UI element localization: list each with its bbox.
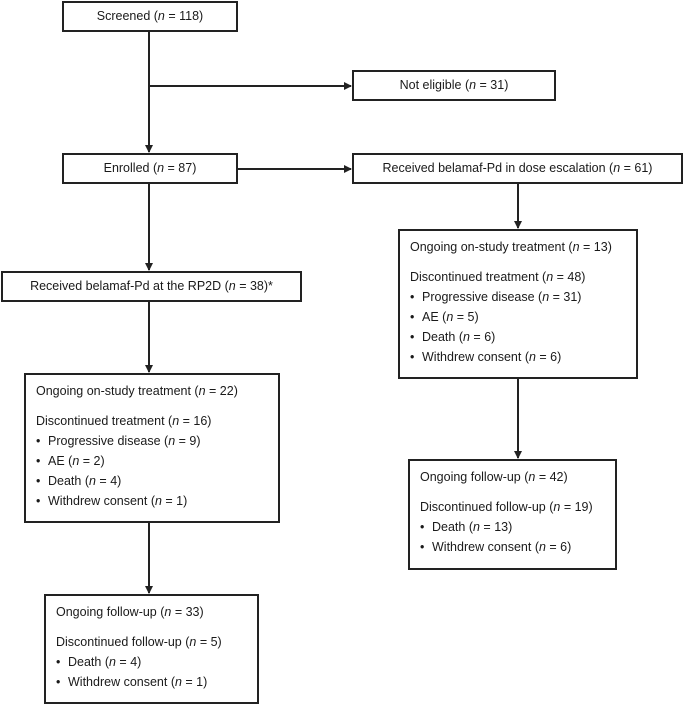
list-item: Withdrew consent (n = 1) [56, 675, 247, 690]
escalation-followup-box: Ongoing follow-up (n = 42) Discontinued … [408, 459, 617, 570]
list-item: AE (n = 5) [410, 310, 626, 325]
ongoing-treatment-label: Ongoing on-study treatment (n = 13) [410, 240, 612, 254]
discontinued-treatment-label: Discontinued treatment (n = 16) [36, 414, 212, 428]
escalation-treatment-box: Ongoing on-study treatment (n = 13) Disc… [398, 229, 638, 379]
rp2d-followup-box: Ongoing follow-up (n = 33) Discontinued … [44, 594, 259, 704]
ongoing-followup-label: Ongoing follow-up (n = 33) [56, 605, 204, 619]
list-item: Withdrew consent (n = 6) [420, 540, 605, 555]
rp2d-treatment-box: Ongoing on-study treatment (n = 22) Disc… [24, 373, 280, 523]
discontinued-followup-label: Discontinued follow-up (n = 19) [420, 500, 593, 514]
list-item: Death (n = 6) [410, 330, 626, 345]
screened-label: Screened (n = 118) [96, 9, 204, 23]
discontinued-followup-label: Discontinued follow-up (n = 5) [56, 635, 222, 649]
not-eligible-box: Not eligible (n = 31) [352, 70, 556, 101]
list-item: Death (n = 4) [36, 474, 268, 489]
ongoing-followup-label: Ongoing follow-up (n = 42) [420, 470, 568, 484]
list-item: Death (n = 13) [420, 520, 605, 535]
enrolled-box: Enrolled (n = 87) [62, 153, 238, 184]
not-eligible-label: Not eligible (n = 31) [399, 78, 509, 92]
list-item: Progressive disease (n = 31) [410, 290, 626, 305]
dose-escalation-box: Received belamaf-Pd in dose escalation (… [352, 153, 683, 184]
ongoing-treatment-label: Ongoing on-study treatment (n = 22) [36, 384, 238, 398]
list-item: Death (n = 4) [56, 655, 247, 670]
list-item: Withdrew consent (n = 6) [410, 350, 626, 365]
rp2d-label: Received belamaf-Pd at the RP2D (n = 38)… [30, 279, 273, 293]
list-item: Progressive disease (n = 9) [36, 434, 268, 449]
rp2d-box: Received belamaf-Pd at the RP2D (n = 38)… [1, 271, 302, 302]
list-item: AE (n = 2) [36, 454, 268, 469]
list-item: Withdrew consent (n = 1) [36, 494, 268, 509]
screened-box: Screened (n = 118) [62, 1, 238, 32]
enrolled-label: Enrolled (n = 87) [103, 161, 197, 175]
dose-escalation-label: Received belamaf-Pd in dose escalation (… [382, 161, 653, 175]
discontinued-treatment-label: Discontinued treatment (n = 48) [410, 270, 586, 284]
